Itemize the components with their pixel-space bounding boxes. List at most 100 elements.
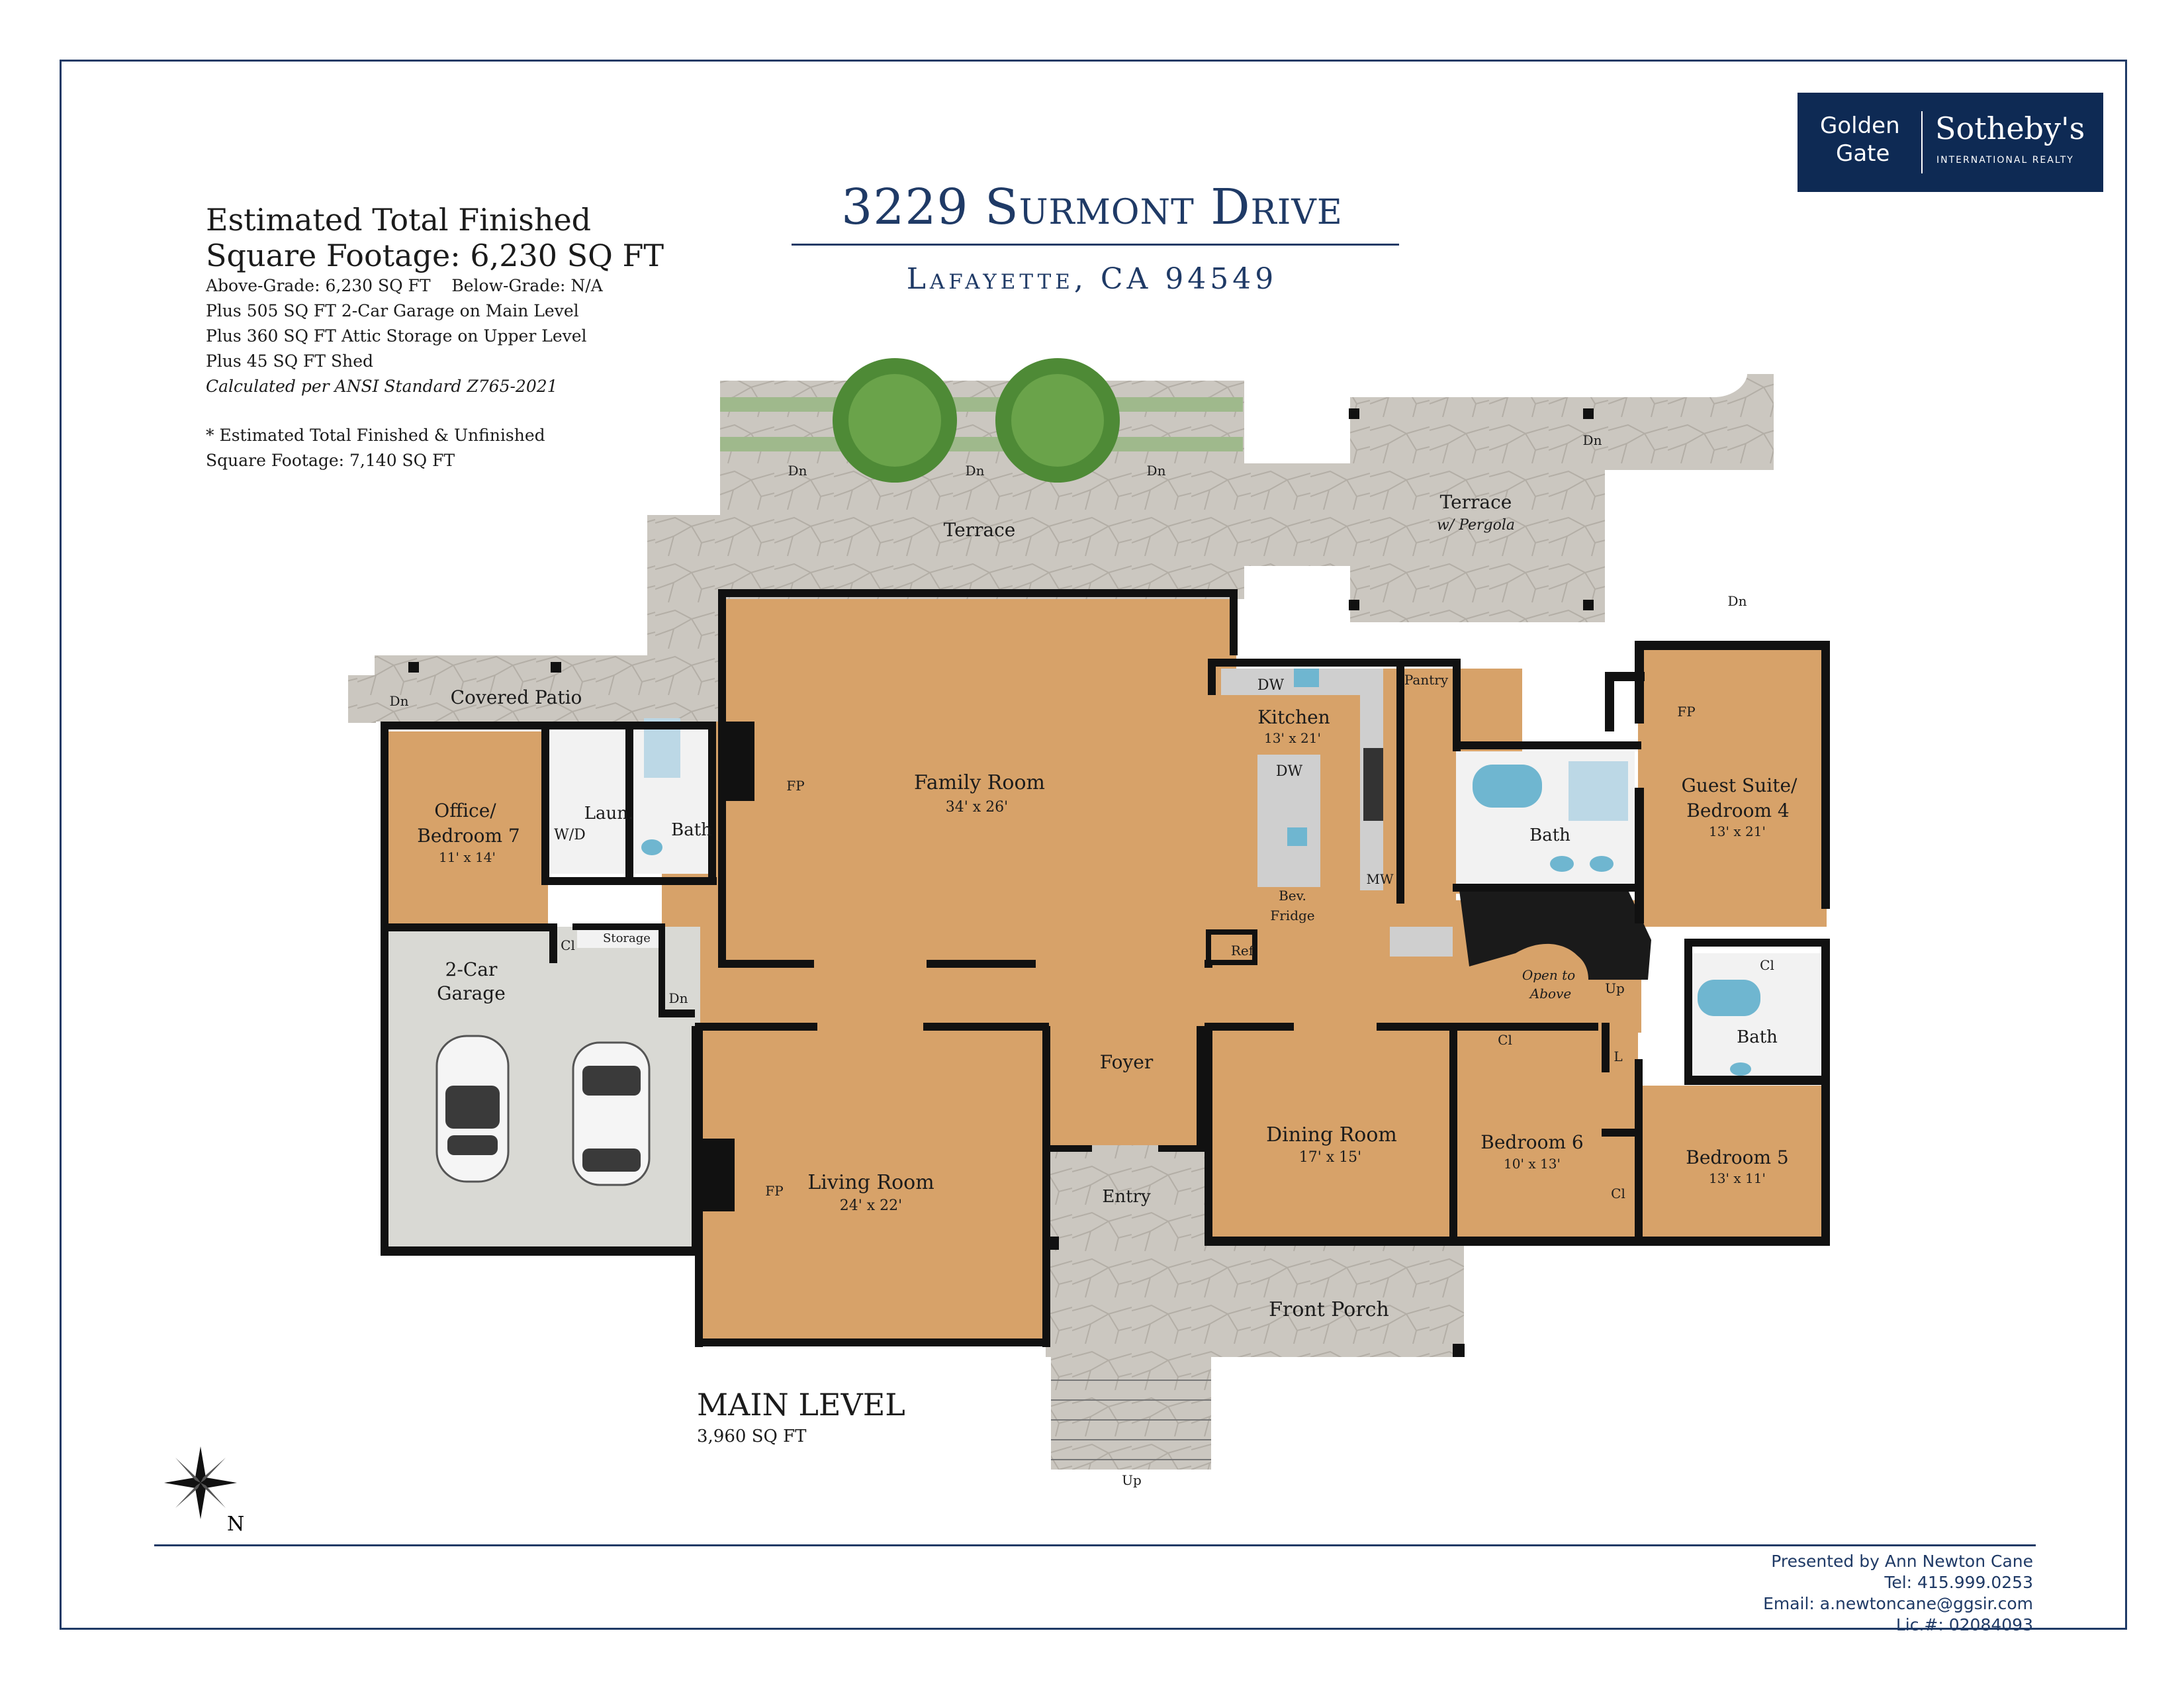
label-bath-guest: Bath (1737, 1027, 1778, 1047)
label-terrace: Terrace (944, 519, 1016, 541)
sqft-standard: Calculated per ANSI Standard Z765-2021 (206, 377, 558, 396)
label-bedroom-5: Bedroom 5 (1686, 1147, 1788, 1168)
label-pantry: Pantry (1404, 672, 1449, 688)
label-cl-bed6: Cl (1498, 1032, 1512, 1048)
label-porch-up: Up (1122, 1472, 1142, 1488)
label-family-dim: 34' x 26' (946, 799, 1008, 816)
sqft-garage: Plus 505 SQ FT 2-Car Garage on Main Leve… (206, 301, 579, 320)
property-city: Lafayette, CA 94549 (906, 262, 1278, 296)
label-bev-2: Fridge (1270, 908, 1314, 923)
label-cl-garage: Cl (561, 937, 575, 953)
label-dn-garage: Dn (669, 990, 688, 1006)
label-bev-1: Bev. (1279, 888, 1306, 904)
footer-rule (154, 1544, 2036, 1546)
square-footage-summary: Estimated Total Finished Square Footage:… (206, 202, 669, 473)
page-frame (60, 60, 2127, 1630)
title-underline (792, 244, 1399, 246)
label-office-2: Bedroom 7 (417, 825, 520, 847)
sqft-heading-1: Estimated Total Finished (206, 202, 592, 238)
sothebys-logo: Golden Gate Sotheby's INTERNATIONAL REAL… (1797, 93, 2103, 192)
label-guest-fp: FP (1677, 704, 1695, 720)
label-dn-1: Dn (788, 463, 807, 479)
label-family-fp: FP (786, 778, 804, 794)
agent-license: Lic.#: 02084093 (1895, 1615, 2033, 1634)
label-garage-2: Garage (437, 982, 506, 1004)
sqft-shed: Plus 45 SQ FT Shed (206, 352, 374, 371)
label-mw: MW (1366, 871, 1393, 887)
label-pergola-note: w/ Pergola (1437, 517, 1515, 534)
label-office-dim: 11' x 14' (439, 849, 496, 865)
label-guest-2: Bedroom 4 (1686, 800, 1789, 821)
sqft-above-below: Above-Grade: 6,230 SQ FT Below-Grade: N/… (206, 276, 603, 295)
label-bath-small: Bath (671, 820, 712, 840)
car-left (435, 1035, 510, 1183)
level-sqft: 3,960 SQ FT (697, 1427, 807, 1446)
walls (381, 589, 1830, 1347)
label-dw-1: DW (1257, 677, 1285, 694)
label-front-porch: Front Porch (1269, 1298, 1389, 1321)
house-floor (388, 599, 1827, 1344)
staircase (1459, 890, 1651, 1006)
car-right (572, 1041, 651, 1186)
sqft-attic: Plus 360 SQ FT Attic Storage on Upper Le… (206, 326, 587, 346)
label-kitchen-dim: 13' x 21' (1264, 730, 1321, 746)
logo-tagline: INTERNATIONAL REALTY (1936, 155, 2074, 165)
level-title: MAIN LEVEL (697, 1387, 905, 1423)
sqft-total-2: Square Footage: 7,140 SQ FT (206, 451, 455, 470)
front-porch-area (1046, 1145, 1465, 1470)
garage-floor (388, 927, 700, 1251)
label-dining-dim: 17' x 15' (1299, 1149, 1361, 1166)
sqft-heading-2: Square Footage: 6,230 SQ FT (206, 238, 664, 273)
label-family-room: Family Room (914, 771, 1045, 794)
label-bedroom-5-dim: 13' x 11' (1709, 1170, 1766, 1186)
label-covered-patio: Covered Patio (451, 686, 582, 708)
label-stair-up: Up (1605, 980, 1625, 996)
label-living-dim: 24' x 22' (840, 1197, 902, 1214)
bath-fixtures (549, 718, 1823, 1082)
label-foyer: Foyer (1100, 1051, 1154, 1073)
label-cl-bed5: Cl (1611, 1186, 1625, 1201)
label-dn-3: Dn (1147, 463, 1166, 479)
compass-rose-icon: N (164, 1446, 244, 1536)
label-garage-1: 2-Car (445, 959, 498, 980)
label-laundry: Laun. (584, 804, 634, 823)
label-dw-2: DW (1276, 763, 1303, 780)
label-office-1: Office/ (434, 800, 496, 821)
label-dining-room: Dining Room (1266, 1123, 1397, 1147)
logo-sothebys: Sotheby's (1935, 111, 2085, 146)
label-storage: Storage (603, 931, 651, 945)
covered-patio-area (348, 655, 719, 723)
label-dn-5: Dn (1728, 593, 1747, 609)
label-open-2: Above (1529, 986, 1571, 1002)
label-bedroom-6: Bedroom 6 (1480, 1131, 1583, 1153)
agent-name: Presented by Ann Newton Cane (1771, 1552, 2033, 1571)
logo-divider (1921, 111, 1923, 173)
label-dn-2: Dn (966, 463, 985, 479)
agent-info: Presented by Ann Newton Cane Tel: 415.99… (1763, 1551, 2033, 1636)
label-guest-dim: 13' x 21' (1709, 823, 1766, 839)
label-living-fp: FP (765, 1183, 783, 1199)
agent-tel: Tel: 415.999.0253 (1884, 1573, 2033, 1592)
property-address: 3229 Surmont Drive (841, 179, 1343, 236)
label-cl-bath: Cl (1760, 957, 1774, 973)
label-dn-4: Dn (1583, 432, 1602, 448)
label-terrace-pergola: Terrace (1440, 491, 1512, 513)
label-ref: Ref (1231, 943, 1255, 959)
label-l: L (1614, 1049, 1622, 1064)
label-entry: Entry (1102, 1187, 1151, 1207)
label-guest-1: Guest Suite/ (1682, 774, 1797, 796)
label-wd: W/D (554, 827, 586, 843)
compass-north-label: N (227, 1513, 244, 1536)
label-bath-master: Bath (1529, 825, 1570, 845)
kitchen-fixtures (1206, 669, 1453, 965)
sqft-total-1: * Estimated Total Finished & Unfinished (206, 426, 545, 445)
label-dn-6: Dn (390, 693, 409, 709)
label-bedroom-6-dim: 10' x 13' (1504, 1156, 1561, 1172)
label-living-room: Living Room (807, 1171, 934, 1194)
logo-golden: Golden (1820, 113, 1900, 139)
agent-email: Email: a.newtoncane@ggsir.com (1763, 1594, 2033, 1613)
label-kitchen: Kitchen (1257, 706, 1330, 728)
logo-gate: Gate (1836, 140, 1890, 167)
label-open-1: Open to (1522, 967, 1575, 983)
